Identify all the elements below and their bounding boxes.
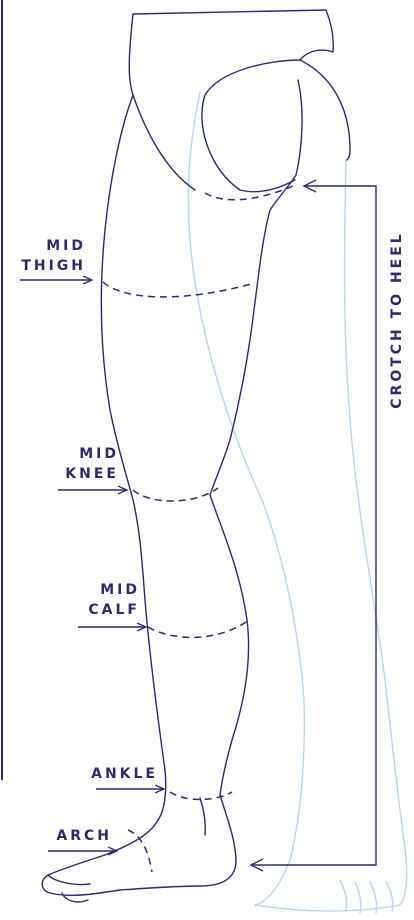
crotch-to-heel-label: CROTCH TO HEEL [389, 231, 405, 408]
mid-calf-label-line2: CALF [88, 602, 140, 618]
mid-thigh-label-line2: THIGH [21, 258, 86, 274]
mid-knee-label-line1: MID [79, 446, 119, 462]
mid-thigh-measure-line [102, 281, 256, 298]
crotch-measure-line [204, 185, 294, 201]
crotch-to-heel-bottom-arrowhead [249, 858, 264, 872]
mid-calf-measure-line [147, 619, 250, 639]
mid-knee-measure-line [132, 487, 219, 502]
ankle-label: ANKLE [91, 766, 158, 782]
arch-measure-line [127, 829, 153, 873]
back-leg-outline [187, 91, 408, 914]
mid-calf-label-line1: MID [100, 582, 140, 598]
crotch-to-heel-top-arrowhead [302, 179, 317, 193]
ankle-measure-line [169, 791, 233, 801]
mid-knee-label-line2: KNEE [65, 466, 119, 482]
crotch-to-heel-bracket [252, 185, 377, 866]
mid-thigh-label-line1: MID [46, 238, 86, 254]
arch-label: ARCH [56, 828, 112, 844]
front-leg-outline [41, 9, 351, 903]
